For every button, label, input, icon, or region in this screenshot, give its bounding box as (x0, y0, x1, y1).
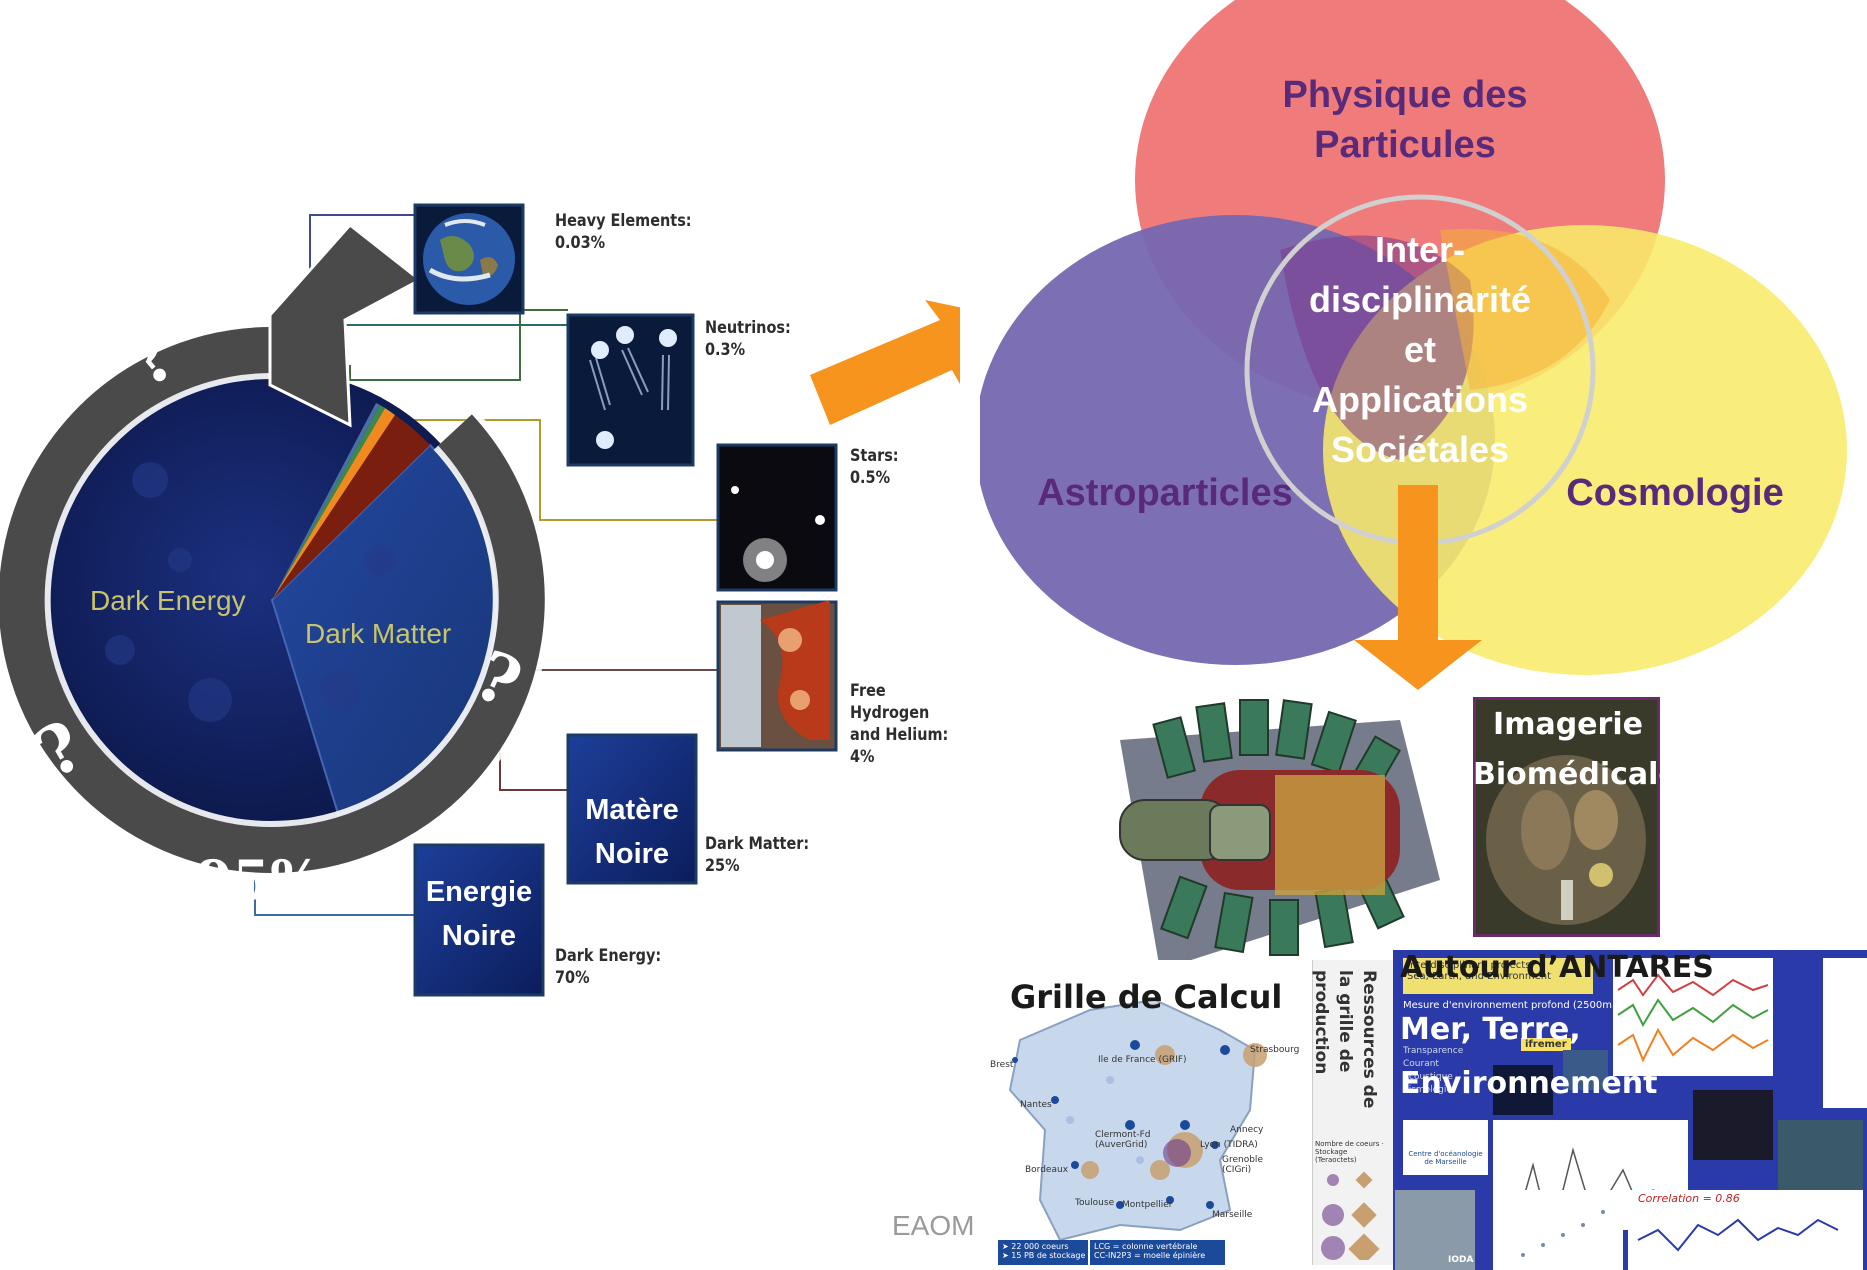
pie-chart (42, 370, 502, 830)
grid-resources-panel: Ressources de la grille de production No… (1311, 960, 1393, 1265)
city-lyon: Lyon (TIDRA) (1200, 1140, 1258, 1150)
percent-95-label: 95% (195, 848, 322, 912)
hydrogen-helium-thumbnail (716, 600, 838, 752)
city-toulouse: Toulouse (1075, 1198, 1115, 1208)
stars-label: Stars:0.5% (850, 446, 899, 488)
neutrinos-slice (272, 405, 385, 600)
grid-legend: Nombre de coeurs · Stockage (Teraoctets) (1315, 1140, 1384, 1164)
antares-title: Autour d’ANTARES (1400, 950, 1714, 985)
neutrinos-label: Neutrinos:0.3% (705, 318, 791, 360)
dark-energy-thumbnail (413, 843, 545, 997)
dark-matter-label: Dark Matter (305, 618, 452, 649)
venn-center-label: Inter- disciplinarité et Applications So… (1308, 229, 1532, 470)
grille-title: Grille de Calcul (1010, 978, 1283, 1016)
city-montpellier: Montpellier (1122, 1200, 1173, 1210)
footnote-left: ➤ 22 000 coeurs➤ 15 PB de stockage (1002, 1242, 1086, 1260)
city-nantes: Nantes (1020, 1100, 1052, 1110)
cycle-ring (0, 222, 551, 879)
city-brest: Brest (990, 1060, 1014, 1070)
ioda-label: IODA (1448, 1255, 1474, 1265)
orange-arrow-right (810, 300, 960, 425)
grid-resources-title: Ressources de la grille de production (1311, 970, 1379, 1109)
city-grenoble: Grenoble (CIGri) (1222, 1155, 1263, 1175)
stars-thumbnail (716, 443, 838, 592)
antares-subtitle: Mer, Terre,Environnement (1400, 1012, 1658, 1101)
heavy-elements-label: Heavy Elements:0.03% (555, 211, 692, 253)
france-map (1008, 998, 1257, 1242)
cycle-arrow-head (268, 222, 423, 428)
stars-slice (272, 408, 395, 600)
earth-thumbnail (413, 203, 525, 315)
neutrinos-thumbnail (566, 313, 695, 467)
orange-arrow-down (1354, 485, 1482, 690)
city-bordeaux: Bordeaux (1025, 1165, 1069, 1175)
venn-label-astroparticles: Astroparticles (1037, 472, 1293, 514)
cosmic-composition-diagram (0, 203, 960, 997)
dark-matter-thumbnail (566, 733, 698, 885)
imagerie-panel (1473, 697, 1660, 937)
dark-energy-label: Dark Energy (90, 585, 246, 616)
city-paris: Ile de France (GRIF) (1098, 1055, 1187, 1065)
detector-illustration (1119, 699, 1440, 970)
venn-diagram (980, 0, 1847, 690)
free-hydrogen-slice (272, 415, 430, 600)
venn-label-cosmologie: Cosmologie (1566, 472, 1784, 514)
dark-energy-percent-label: Dark Energy:70% (555, 946, 662, 988)
grille-panel: Strasbourg Ile de France (GRIF) Brest Na… (980, 960, 1310, 1265)
heavy-elements-slice (272, 403, 380, 600)
ifremer-logo: ifremer (1521, 1038, 1571, 1051)
free-hydrogen-helium-label: Free Hydrogen and Helium:4% (850, 681, 949, 767)
city-strasbourg: Strasbourg (1250, 1045, 1300, 1055)
city-marseille: Marseille (1212, 1210, 1253, 1220)
correlation-label: Correlation = 0.86 (1638, 1192, 1740, 1205)
city-clermont: Clermont-Fd (AuverGrid) (1095, 1130, 1151, 1150)
city-annecy: Annecy (1230, 1125, 1264, 1135)
antares-env-text: Mesure d'environnement profond (2500m) (1403, 1000, 1616, 1011)
eaom-footer: EAOM (892, 1210, 975, 1241)
dark-matter-percent-label: Dark Matter:25% (705, 834, 810, 876)
